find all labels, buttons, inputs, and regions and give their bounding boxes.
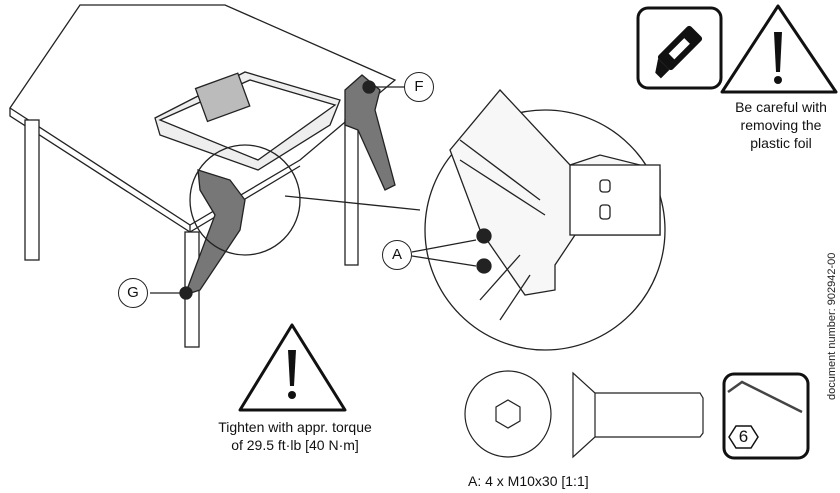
screw-head-icon — [464, 370, 552, 458]
torque-line: of 29.5 ft·lb [40 N·m] — [231, 437, 359, 453]
foil-warning-text: Be careful with removing the plastic foi… — [722, 98, 840, 152]
screw-side-icon — [572, 371, 704, 459]
callout-g: G — [118, 278, 148, 308]
foil-warning-line: removing the — [740, 117, 822, 133]
hex-key-icon — [722, 372, 810, 460]
warning-icon — [238, 323, 347, 412]
detail-zoom-circle — [411, 89, 666, 351]
table-illustration — [9, 4, 421, 348]
document-number: document number: 902942-00 — [826, 252, 838, 400]
torque-line: Tighten with appr. torque — [218, 419, 372, 435]
utility-knife-icon — [636, 6, 723, 90]
foil-warning-line: Be careful with — [735, 99, 827, 115]
foil-warning-line: plastic foil — [750, 135, 812, 151]
callout-a: A — [382, 240, 412, 270]
callout-f: F — [404, 72, 434, 102]
hex-key-size: 6 — [738, 427, 749, 446]
warning-icon — [720, 4, 838, 94]
torque-text: Tighten with appr. torque of 29.5 ft·lb … — [200, 418, 390, 454]
screw-spec: A: 4 x M10x30 [1:1] — [468, 473, 589, 489]
